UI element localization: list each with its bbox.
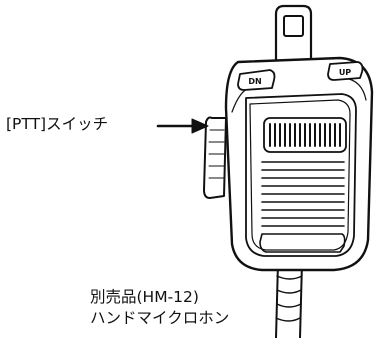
product-caption: 別売品(HM-12) ハンドマイクロホン [90,287,229,329]
caption-line-name: ハンドマイクロホン [90,309,230,327]
speaker-grille-slots [261,161,345,227]
ptt-switch-label: [PTT]スイッチ [6,115,109,133]
down-button[interactable]: DN [237,69,276,91]
speaker-grille-recess [263,117,347,153]
microphone-body [224,56,374,272]
hanger-tab [271,4,316,64]
cable [275,261,303,339]
grille-ribs [269,123,341,147]
bottom-panel [259,233,346,253]
up-button-label: UP [339,68,351,77]
caption-line-model: 別売品(HM-12) [90,288,199,306]
up-button[interactable]: UP [327,61,364,81]
down-button-label: DN [248,77,261,86]
ptt-switch[interactable] [203,116,227,199]
ptt-callout-arrow [156,118,209,134]
